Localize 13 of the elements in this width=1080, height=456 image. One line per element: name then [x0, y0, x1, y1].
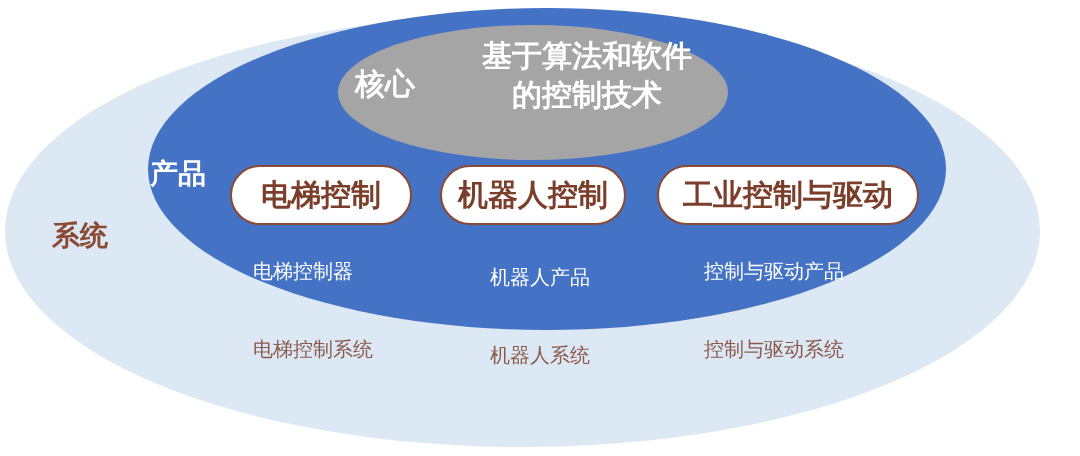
region-label: 核心: [355, 65, 415, 103]
category-pill: 机器人控制: [440, 165, 626, 225]
category-pill: 电梯控制: [230, 165, 412, 225]
item-label: 控制与驱动系统: [704, 336, 844, 363]
item-label: 控制与驱动产品: [704, 258, 844, 285]
region-label: 系统: [52, 218, 108, 254]
item-label: 机器人产品: [490, 264, 590, 291]
region-label: 产品: [150, 156, 206, 192]
item-label: 机器人系统: [490, 342, 590, 369]
core-description: 基于算法和软件的控制技术: [481, 37, 693, 114]
item-label: 电梯控制器: [253, 258, 353, 285]
item-label: 电梯控制系统: [253, 336, 373, 363]
category-pill: 工业控制与驱动: [657, 165, 919, 225]
